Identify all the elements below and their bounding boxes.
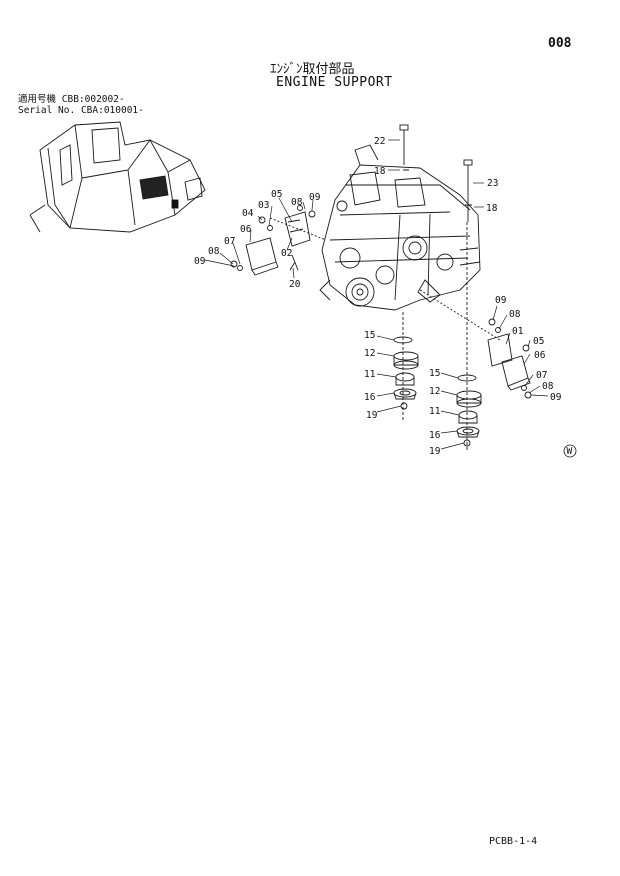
callout-15-right: 15 [429,368,440,379]
callout-12-right: 12 [429,386,440,397]
callout-06-left: 06 [240,224,252,235]
engine-block [319,144,481,311]
callout-07-left: 07 [224,236,235,247]
callout-16-right: 16 [429,430,441,441]
excavator-thumbnail [29,121,206,233]
callout-22: 22 [374,136,385,147]
callout-09-left-upper: 09 [309,192,321,203]
callout-02: 02 [281,248,292,259]
callout-19-right: 19 [429,446,441,457]
callout-01: 01 [512,326,524,337]
callout-05-left: 05 [271,189,282,200]
applicable-label: 適用号機 [18,94,57,105]
callout-09-right-upper: 09 [495,295,507,306]
callout-05-right: 05 [533,336,544,347]
callout-11-left: 11 [364,369,376,380]
callout-04: 04 [242,208,254,219]
right-damper-stack [456,222,482,450]
callout-23: 23 [487,178,498,189]
callout-15-left: 15 [364,330,375,341]
callout-18-top: 18 [374,166,386,177]
corner-circle-mark: W [563,444,577,458]
callout-03: 03 [258,200,269,211]
applicable-code: CBB:002002- [61,94,125,105]
callout-12-left: 12 [364,348,375,359]
callout-16-left: 16 [364,392,376,403]
callout-11-right: 11 [429,406,441,417]
title-english: ENGINE SUPPORT [276,75,393,90]
long-bolts [399,124,473,222]
callout-07-right: 07 [536,370,547,381]
page-number: 008 [548,36,572,51]
callout-09-right-lower: 09 [550,392,562,403]
serial-applicability: 適用号機 CBB:002002- Serial No. CBA:010001- [18,94,144,116]
serial-code: CBA:010001- [80,105,144,116]
callout-09-left-lower: 09 [194,256,206,267]
callout-06-right: 06 [534,350,546,361]
callout-20: 20 [289,279,301,290]
callout-leaders [204,139,549,450]
callout-18-right: 18 [486,203,498,214]
callout-08-right-upper: 08 [509,309,521,320]
callout-08-left-upper: 08 [291,197,303,208]
corner-mark-letter: W [567,446,573,457]
serial-label: Serial No. [18,105,76,116]
callout-08-right-lower: 08 [542,381,554,392]
left-damper-stack [393,312,419,420]
callout-08-left-lower: 08 [208,246,220,257]
document-code: PCBB-1-4 [489,836,538,847]
right-mount-assembly [419,289,532,399]
callout-19-left: 19 [366,410,378,421]
title-japanese: ｴﾝｼﾞﾝ取付部品 [270,62,355,77]
left-mount-assembly [230,205,327,276]
